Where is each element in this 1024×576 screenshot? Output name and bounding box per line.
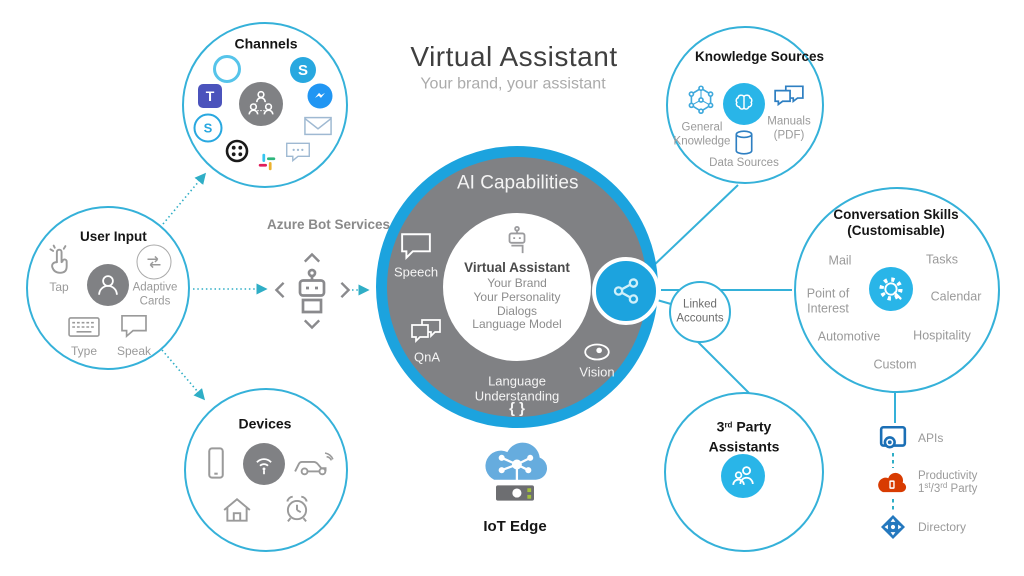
vision-icon [582, 342, 612, 362]
messenger-icon [307, 83, 333, 109]
iot-edge-icon [477, 442, 553, 507]
twilio-icon [225, 139, 249, 163]
chevron-right-icon [339, 280, 351, 300]
skill-calendar: Calendar [930, 289, 982, 304]
email-icon [304, 116, 332, 136]
skill-automotive: Automotive [817, 329, 881, 344]
line-share-to-linked [656, 299, 672, 305]
line-linked-to-thirdparty [696, 340, 750, 394]
qna-label: QnA [413, 349, 441, 365]
page-title: Virtual Assistant [410, 40, 618, 72]
tap-label: Tap [49, 279, 69, 294]
smart-speaker-icon [243, 443, 285, 485]
skype-icon: S [290, 57, 316, 83]
ai-title: AI Capabilities [457, 172, 579, 194]
home-icon [222, 496, 252, 524]
car-icon [293, 449, 335, 477]
va-core-line: Language Model [472, 317, 562, 332]
speech-icon [400, 232, 432, 260]
slack-icon [256, 151, 278, 173]
third-party-title-line1: 3rd Party [717, 418, 772, 435]
type-label: Type [70, 343, 98, 358]
chevron-down-icon [301, 318, 323, 330]
chevron-left-icon [274, 280, 286, 300]
user-input-title: User Input [80, 228, 147, 244]
alarm-clock-icon [282, 494, 312, 524]
channels-circle [182, 22, 348, 188]
skill-point-of-interest: Point of Interest [806, 286, 850, 315]
skills-title: Conversation Skills [833, 206, 959, 222]
language-understanding-label: Language Understanding [474, 373, 560, 404]
manuals-label: Manuals (PDF) [767, 115, 811, 141]
arrow-user-to-devices [161, 349, 206, 401]
line-share-to-knowledge [650, 184, 739, 269]
tap-icon [43, 244, 75, 276]
page-subtitle: Your brand, your assistant [420, 75, 606, 93]
channels-title: Channels [234, 35, 298, 52]
va-core-line: Your Brand [487, 276, 547, 290]
keyboard-icon [68, 316, 100, 338]
third-party-num: 3 [716, 418, 725, 435]
share-hub-icon [592, 257, 660, 325]
devices-title: Devices [238, 415, 292, 432]
chat-dots-icon [285, 142, 311, 163]
third-party-title-line2: Assistants [708, 438, 780, 455]
ring-channel-icon [213, 55, 241, 83]
va-core-lines: Your Brand Your Personality Dialogs Lang… [472, 276, 562, 332]
brain-icon [723, 83, 765, 125]
data-sources-icon [733, 130, 755, 157]
vision-label: Vision [579, 364, 615, 380]
apis-icon [879, 425, 907, 451]
third-party-circle [664, 392, 824, 552]
adaptive-cards-icon [136, 244, 172, 280]
knowledge-title: Knowledge Sources [695, 48, 825, 64]
arrow-user-to-channels [162, 172, 207, 225]
productivity-line1: Productivity [918, 470, 978, 482]
general-knowledge-icon [685, 84, 717, 116]
iot-edge-label: IoT Edge [483, 517, 547, 535]
productivity-line2: 1st/3rd Party [918, 481, 978, 496]
speech-label: Speech [393, 264, 439, 280]
data-sources-label: Data Sources [709, 157, 779, 170]
general-knowledge-label: General Knowledge [673, 121, 731, 147]
directory-label: Directory [918, 520, 967, 534]
user-person-icon [87, 264, 129, 306]
adaptive-cards-label: Adaptive Cards [132, 281, 178, 307]
skill-mail: Mail [828, 253, 852, 268]
conversation-skills-circle [794, 187, 1000, 393]
qna-icon [409, 318, 445, 346]
third-party-sup: rd [724, 420, 733, 430]
skill-custom: Custom [873, 357, 917, 372]
apis-label: APIs [918, 431, 944, 445]
skill-hospitality: Hospitality [913, 328, 971, 343]
phone-icon [207, 447, 225, 479]
teams-icon: T [198, 84, 222, 108]
skills-subtitle: (Customisable) [847, 222, 945, 238]
speak-label: Speak [116, 343, 152, 358]
productivity-icon [876, 471, 908, 495]
linked-accounts-circle [669, 281, 731, 343]
bot-robot-icon [288, 267, 336, 315]
linked-accounts-label: Linked Accounts [676, 298, 724, 324]
productivity-label: Productivity 1st/3rd Party [918, 470, 977, 496]
assistant-robot-icon [502, 225, 532, 255]
directory-icon [880, 514, 906, 540]
chevron-up-icon [301, 252, 323, 264]
skill-tasks: Tasks [926, 252, 958, 267]
azure-bot-title: Azure Bot Services [267, 216, 391, 232]
braces-glyph: { } [509, 400, 525, 418]
speak-icon [120, 314, 148, 338]
third-party-people-icon [721, 454, 765, 498]
skills-gear-icon [869, 267, 913, 311]
ai-inner-circle [443, 213, 591, 361]
va-core-title: Virtual Assistant [464, 259, 570, 275]
channels-group-icon [239, 82, 283, 126]
devices-circle [184, 388, 348, 552]
va-core-line: Your Personality [473, 289, 561, 304]
user-input-circle [26, 206, 190, 370]
third-party-rest: Party [732, 418, 772, 435]
manuals-icon [773, 84, 805, 110]
va-core-line: Dialogs [496, 303, 538, 318]
skype-business-icon: S [193, 113, 223, 143]
